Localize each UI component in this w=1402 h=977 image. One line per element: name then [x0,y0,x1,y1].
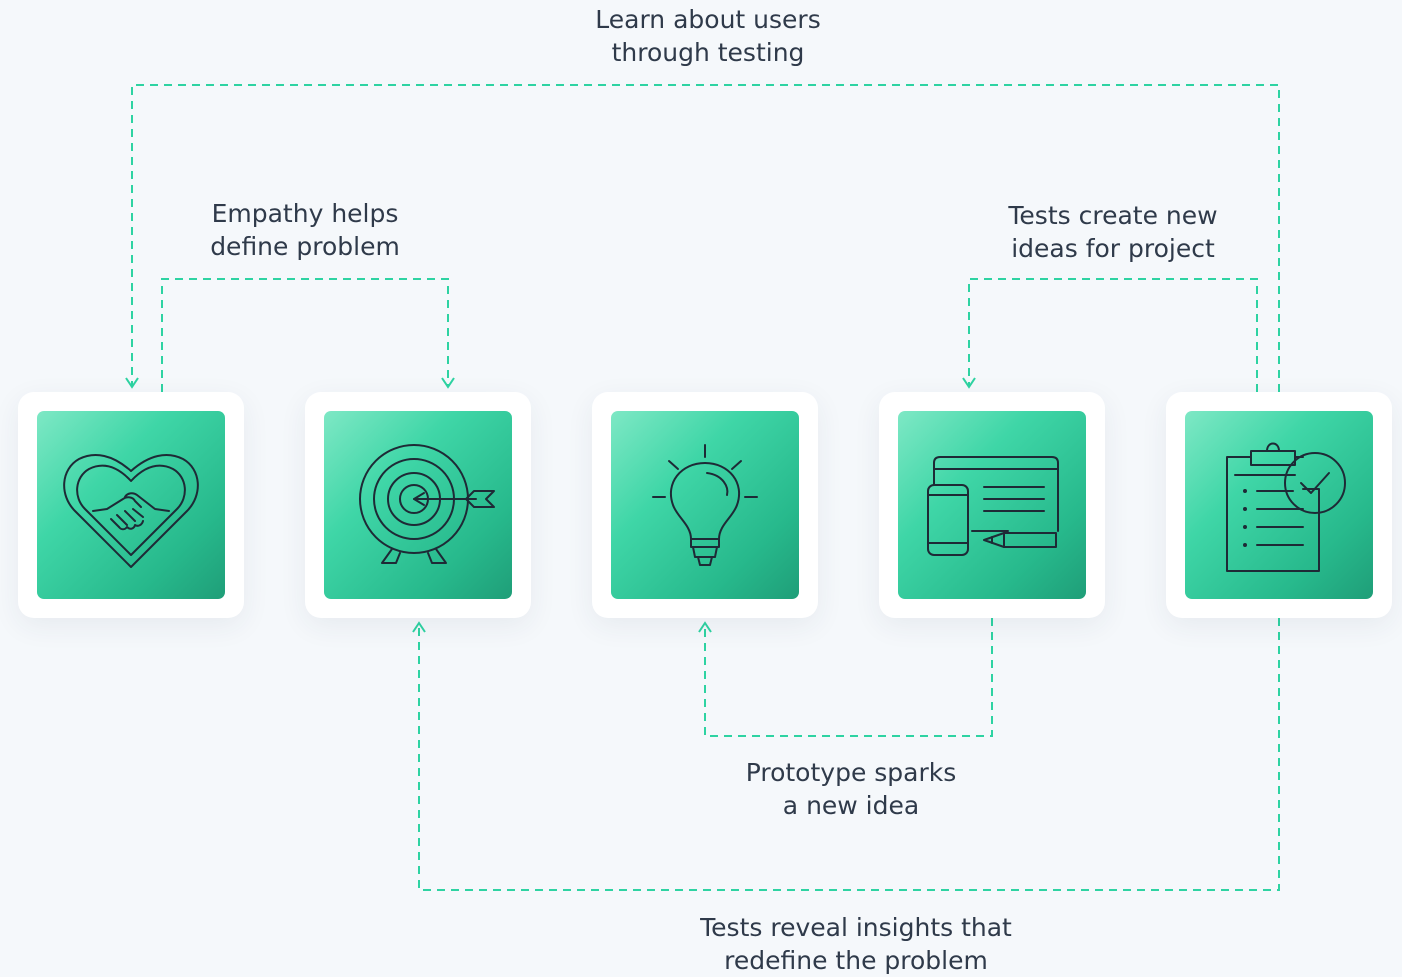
connector-tests-ideas [968,278,1258,392]
devices-pencil-icon [927,456,1059,556]
stage-card-ideate [592,392,818,618]
arrowhead-tests-ideas [962,377,976,389]
label-prototype-sparks-line-2: a new idea [782,791,920,820]
connector-empathy-define [161,278,449,392]
label-prototype-sparks: Prototype sparks a new idea [711,756,991,822]
label-tests-reveal-line-1: Tests reveal insights that [700,913,1012,942]
clipboard-check-icon [1226,442,1346,572]
stage-tile-prototype [898,411,1086,599]
label-empathy-define: Empathy helps define problem [175,197,435,263]
label-tests-ideas-line-2: ideas for project [1011,234,1215,263]
arrowhead-learn-users [125,377,139,389]
label-learn-users-line-1: Learn about users [595,5,821,34]
arrowhead-tests-reveal [412,621,426,633]
stage-card-define [305,392,531,618]
label-learn-users-line-2: through testing [611,38,805,67]
label-empathy-define-line-1: Empathy helps [211,199,399,228]
target-arrow-icon [359,444,495,564]
arrowhead-prototype-sparks [698,621,712,633]
stage-card-test [1166,392,1392,618]
stage-card-prototype [879,392,1105,618]
stage-tile-ideate [611,411,799,599]
label-empathy-define-line-2: define problem [210,232,400,261]
stage-tile-empathize [37,411,225,599]
connector-prototype-sparks [704,618,993,737]
label-prototype-sparks-line-1: Prototype sparks [745,758,957,787]
label-tests-ideas-line-1: Tests create new [1008,201,1218,230]
stage-card-empathize [18,392,244,618]
handshake-heart-icon [63,454,199,568]
lightbulb-icon [652,444,758,566]
stage-tile-test [1185,411,1373,599]
label-tests-reveal-line-2: redefine the problem [724,946,988,975]
arrowhead-empathy-define [441,377,455,389]
stage-tile-define [324,411,512,599]
label-tests-ideas: Tests create new ideas for project [973,199,1253,265]
label-learn-users: Learn about users through testing [558,3,858,69]
label-tests-reveal: Tests reveal insights that redefine the … [676,911,1036,977]
connector-tests-reveal [418,618,1280,891]
